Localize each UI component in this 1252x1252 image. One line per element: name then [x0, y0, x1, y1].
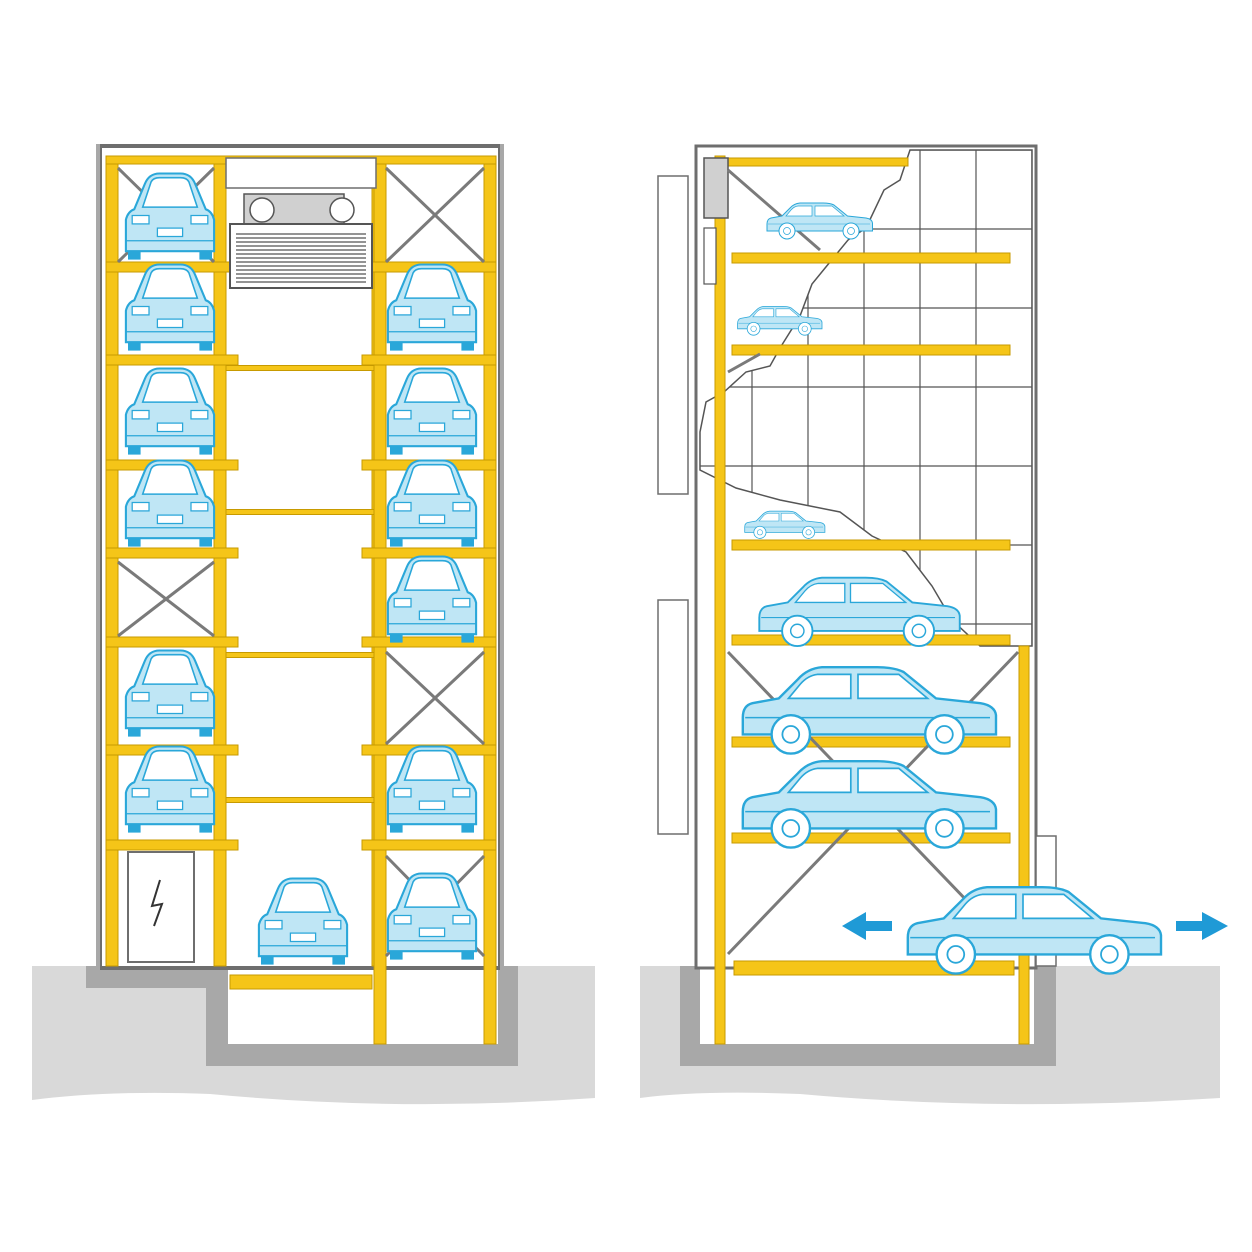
- frame-column: [373, 155, 387, 1045]
- frame-beam: [105, 354, 239, 366]
- frame-beam: [731, 736, 1011, 748]
- frame-column: [714, 155, 726, 1045]
- frame-beam: [105, 547, 239, 559]
- double-arrow-icon: [842, 912, 1228, 940]
- cross-brace: [384, 650, 486, 746]
- frame-beam: [105, 839, 239, 851]
- frame-beam: [225, 797, 375, 803]
- machine-grille: [236, 233, 366, 283]
- drive-machinery: [225, 157, 377, 289]
- frame-beam: [715, 157, 909, 167]
- electric-cabinet: [127, 851, 195, 963]
- lightning-bolt-icon: [150, 879, 164, 927]
- cross-brace: [117, 560, 215, 638]
- frame-beam: [361, 354, 497, 366]
- frame-beam: [229, 974, 373, 990]
- frame-column: [1018, 645, 1030, 1045]
- frame-beam: [361, 839, 497, 851]
- frame-beam: [225, 365, 375, 371]
- frame-beam: [225, 509, 375, 515]
- side-view-frame: [703, 155, 1030, 1045]
- frame-beam: [361, 636, 497, 648]
- counterweight: [703, 227, 717, 285]
- frame-beam: [731, 539, 1011, 551]
- cross-brace: [384, 166, 486, 264]
- frame-beam: [731, 634, 1011, 646]
- frame-beam: [731, 252, 1011, 264]
- cross-brace: [727, 352, 761, 374]
- frame-beam: [731, 832, 1011, 844]
- drive-unit: [703, 157, 729, 219]
- frame-beam: [105, 636, 239, 648]
- frame-beam: [731, 344, 1011, 356]
- frame-column: [483, 155, 497, 1045]
- frame-beam: [225, 652, 375, 658]
- cross-brace: [727, 168, 821, 252]
